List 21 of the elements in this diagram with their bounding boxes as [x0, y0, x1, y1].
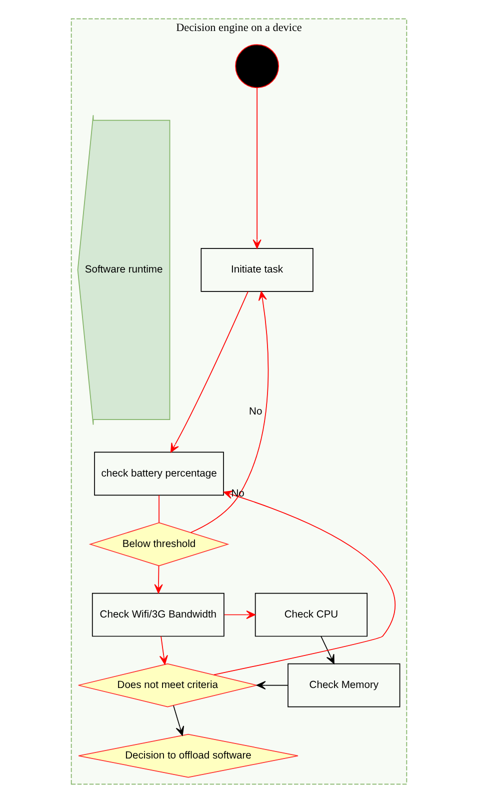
arrow: [154, 565, 163, 594]
arrow: [159, 636, 168, 665]
node-diamond: Below threshold: [88, 522, 230, 566]
arrow: [252, 87, 262, 249]
connector: [158, 494, 160, 523]
node-circle: [235, 44, 279, 88]
node-box: Check Wifi/3G Bandwidth: [92, 592, 224, 637]
arrow: [173, 705, 184, 736]
node-box: check battery percentage: [94, 452, 224, 496]
arrow: [256, 680, 288, 690]
arrow: [190, 291, 269, 533]
node-box: Check CPU: [254, 592, 368, 637]
arrow: [170, 291, 248, 453]
arrow: [213, 490, 396, 676]
arrow: [320, 636, 334, 664]
edge-label: No: [249, 406, 262, 418]
node-diamond: Does not meet criteria: [78, 663, 258, 708]
node-box: Check Memory: [288, 663, 400, 708]
node-diamond: Decision to offload software: [78, 734, 298, 778]
arrow: [224, 610, 256, 620]
node-box: Initiate task: [200, 248, 314, 292]
